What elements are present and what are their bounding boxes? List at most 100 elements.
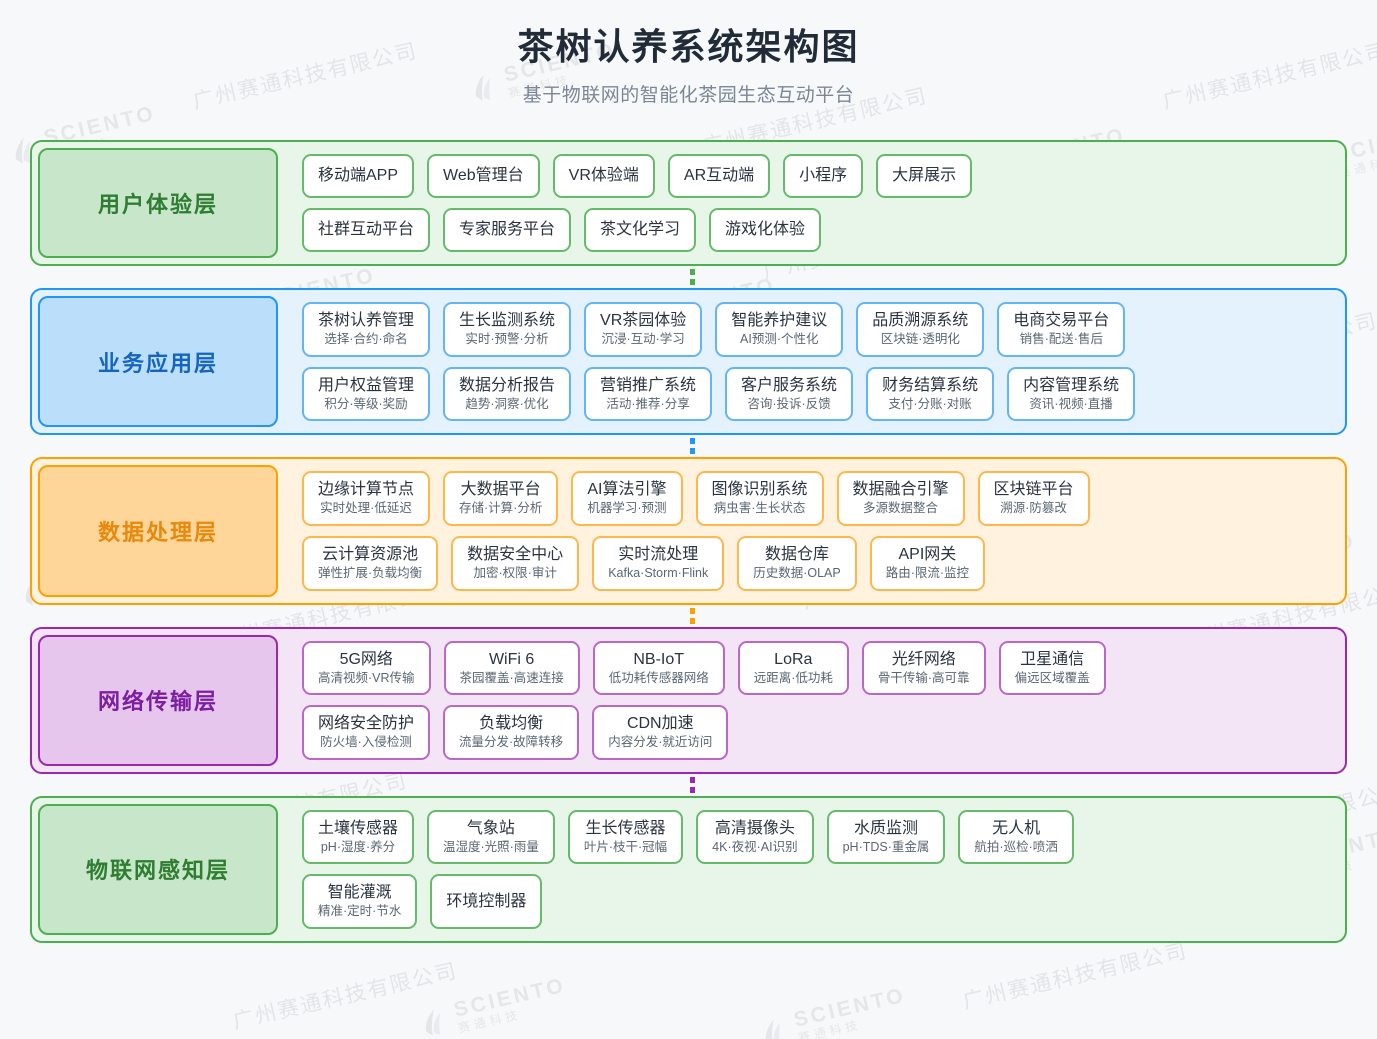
module-card-title: 区块链平台 xyxy=(993,481,1074,499)
layer-connector-dashes xyxy=(690,438,695,455)
module-card-title: 实时流处理 xyxy=(618,545,699,563)
module-card-subtitle: 骨干传输·高可靠 xyxy=(877,670,970,685)
module-card[interactable]: 区块链平台溯源·防篡改 xyxy=(977,471,1090,526)
module-card[interactable]: 大数据平台存储·计算·分析 xyxy=(443,471,559,526)
layer-connector-dashes xyxy=(690,607,695,624)
module-card[interactable]: 云计算资源池弹性扩展·负载均衡 xyxy=(302,535,439,591)
module-card-subtitle: 实时·预警·分析 xyxy=(465,332,549,346)
module-card[interactable]: 社群互动平台 xyxy=(302,208,431,252)
module-card[interactable]: 小程序 xyxy=(783,154,864,198)
module-card[interactable]: 茶树认养管理选择·合约·命名 xyxy=(302,302,431,357)
module-card[interactable]: 游戏化体验 xyxy=(709,208,822,252)
module-card[interactable]: 光纤网络骨干传输·高可靠 xyxy=(861,640,986,696)
module-card[interactable]: API网关路由·限流·监控 xyxy=(869,535,986,591)
module-card-title: 品质溯源系统 xyxy=(872,312,969,329)
module-card[interactable]: 环境控制器 xyxy=(430,874,543,929)
module-card-title: WiFi 6 xyxy=(488,650,535,668)
module-card-subtitle: 4K·夜视·AI识别 xyxy=(712,839,798,854)
module-card[interactable]: AR互动端 xyxy=(667,154,771,198)
module-card-title: VR体验端 xyxy=(568,167,639,184)
module-card[interactable]: 无人机航拍·巡检·喷洒 xyxy=(958,809,1074,865)
layer-label-data-processing-layer[interactable]: 数据处理层 xyxy=(38,465,278,597)
module-card-title: 无人机 xyxy=(992,819,1041,837)
module-card-title: 数据仓库 xyxy=(764,545,829,563)
module-card[interactable]: 气象站温湿度·光照·雨量 xyxy=(427,809,555,865)
module-card[interactable]: 数据仓库历史数据·OLAP xyxy=(737,535,857,591)
module-card-title: 网络安全防护 xyxy=(318,715,415,733)
module-card-subtitle: 路由·限流·监控 xyxy=(885,565,970,580)
module-card-title: 气象站 xyxy=(466,819,515,837)
module-card[interactable]: 客户服务系统咨询·投诉·反馈 xyxy=(725,366,854,422)
brand-leaf-icon xyxy=(765,1019,781,1039)
module-card[interactable]: VR体验端 xyxy=(552,154,655,198)
module-card[interactable]: 移动端APP xyxy=(302,154,415,198)
module-card[interactable]: 财务结算系统支付·分账·对账 xyxy=(866,366,995,422)
module-card-title: AI算法引擎 xyxy=(587,481,667,499)
diagram-header: 茶树认养系统架构图 基于物联网的智能化茶园生态互动平台 xyxy=(0,0,1377,107)
module-card[interactable]: 生长传感器叶片·枝干·冠幅 xyxy=(567,809,684,865)
module-card[interactable]: 实时流处理 Kafka·Storm·Flink xyxy=(592,535,725,591)
module-card[interactable]: 茶文化学习 xyxy=(584,208,697,252)
card-row: 社群互动平台专家服务平台茶文化学习游戏化体验 xyxy=(302,208,1331,252)
module-card-title: 智能灌溉 xyxy=(327,884,392,902)
module-card[interactable]: 负载均衡流量分发·故障转移 xyxy=(443,705,580,760)
module-card[interactable]: 卫星通信偏远区域覆盖 xyxy=(998,640,1106,696)
brand-leaf-icon xyxy=(425,1009,441,1036)
module-card-title: Web管理台 xyxy=(443,167,524,184)
module-card[interactable]: 营销推广系统活动·推荐·分享 xyxy=(584,366,713,422)
module-card[interactable]: VR茶园体验沉浸·互动·学习 xyxy=(584,302,703,357)
module-card[interactable]: 生长监测系统实时·预警·分析 xyxy=(443,302,572,357)
module-card[interactable]: 图像识别系统病虫害·生长状态 xyxy=(695,471,824,526)
page-subtitle: 基于物联网的智能化茶园生态互动平台 xyxy=(522,85,855,106)
module-card-subtitle: 偏远区域覆盖 xyxy=(1014,670,1090,685)
module-card-subtitle: Kafka·Storm·Flink xyxy=(608,565,709,580)
module-card-subtitle: 机器学习·预测 xyxy=(587,501,667,516)
module-card[interactable]: 大屏展示 xyxy=(876,154,973,198)
layer-label-iot-perception-layer[interactable]: 物联网感知层 xyxy=(38,803,278,935)
module-card-subtitle: AI预测·个性化 xyxy=(740,332,819,346)
module-card-subtitle: 低功耗传感器网络 xyxy=(608,670,709,685)
module-card[interactable]: 智能灌溉精准·定时·节水 xyxy=(302,874,418,929)
module-card[interactable]: 5G网络高清视频·VR传输 xyxy=(302,640,431,696)
module-card[interactable]: 数据分析报告趋势·洞察·优化 xyxy=(443,366,572,422)
module-card[interactable]: 品质溯源系统区块链·透明化 xyxy=(856,302,985,357)
module-card[interactable]: CDN加速内容分发·就近访问 xyxy=(592,705,729,760)
module-card[interactable]: 数据安全中心加密·权限·审计 xyxy=(451,535,580,591)
module-card-subtitle: 内容分发·就近访问 xyxy=(608,735,713,750)
module-card[interactable]: 边缘计算节点实时处理·低延迟 xyxy=(302,471,431,526)
module-card[interactable]: 内容管理系统资讯·视频·直播 xyxy=(1007,366,1136,422)
module-card[interactable]: AI算法引擎机器学习·预测 xyxy=(571,471,683,526)
module-card[interactable]: 专家服务平台 xyxy=(443,208,572,252)
layer-label-business-application-layer[interactable]: 业务应用层 xyxy=(38,296,278,428)
card-row: 云计算资源池弹性扩展·负载均衡数据安全中心加密·权限·审计 实时流处理 Kafka·… xyxy=(302,535,1331,591)
module-card-title: 光纤网络 xyxy=(891,650,956,668)
module-card[interactable]: 电商交易平台销售·配送·售后 xyxy=(997,302,1126,357)
layer-label-network-transmission-layer[interactable]: 网络传输层 xyxy=(38,634,278,766)
module-card[interactable]: Web管理台 xyxy=(427,154,540,198)
module-card-title: 移动端APP xyxy=(318,167,399,184)
card-row: 用户权益管理积分·等级·奖励数据分析报告趋势·洞察·优化营销推广系统活动·推荐·… xyxy=(302,366,1331,422)
module-card-subtitle: 资讯·视频·直播 xyxy=(1029,396,1113,411)
module-card[interactable]: 数据融合引擎多源数据整合 xyxy=(836,471,965,526)
layer-label-user-experience-layer[interactable]: 用户体验层 xyxy=(38,148,278,258)
module-card[interactable]: 用户权益管理积分·等级·奖励 xyxy=(302,366,431,422)
module-card-title: 财务结算系统 xyxy=(882,376,979,394)
module-card[interactable]: 网络安全防护防火墙·入侵检测 xyxy=(302,705,431,760)
module-card-title: 大数据平台 xyxy=(460,481,541,499)
module-card-title: 边缘计算节点 xyxy=(318,481,415,499)
module-card-subtitle: 积分·等级·奖励 xyxy=(324,396,408,411)
